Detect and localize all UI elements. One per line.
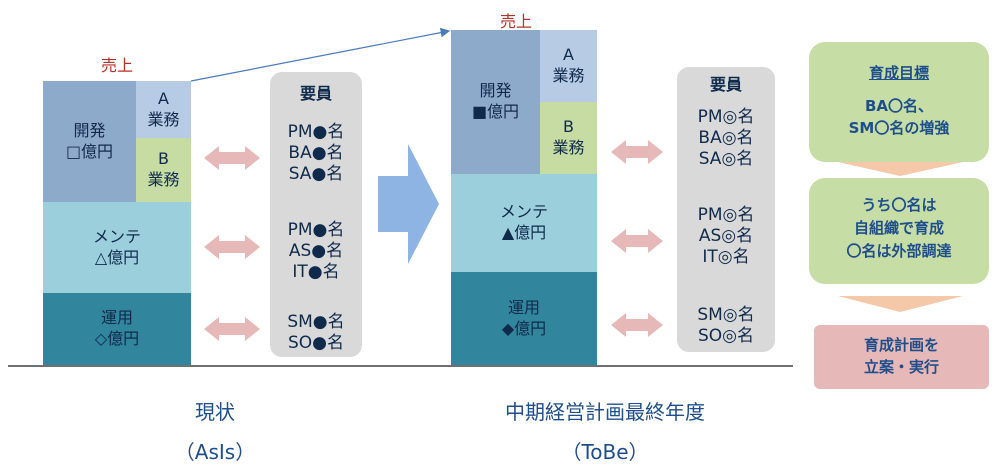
tobe-sales-label: 売上 bbox=[500, 12, 533, 31]
asis-sales-label: 売上 bbox=[101, 56, 134, 75]
double-arrow-icon bbox=[611, 229, 663, 253]
double-arrow-icon bbox=[611, 313, 663, 337]
asis-staff-item: PM●名 bbox=[287, 122, 345, 142]
asis-staff-item: SA●名 bbox=[288, 164, 344, 184]
tobe-biz-a-line2: 業務 bbox=[552, 66, 585, 85]
tobe-dev-block: 開発 ■億円 bbox=[451, 30, 540, 174]
tobe-staff-item: PM◎名 bbox=[697, 205, 755, 225]
goal-line: うち〇名は bbox=[861, 196, 937, 214]
tobe-caption-line2: （ToBe） bbox=[561, 440, 649, 464]
chevron-down-icon bbox=[838, 162, 963, 176]
sales-growth-arrow bbox=[190, 27, 451, 82]
asis-staff-item: PM●名 bbox=[287, 220, 345, 240]
asis-dev-line1: 開発 bbox=[73, 120, 106, 140]
asis-caption-line2: （AsIs） bbox=[174, 440, 256, 464]
asis-staff-header: 要員 bbox=[299, 84, 332, 103]
plan-box: 育成計画を 立案・実行 bbox=[814, 325, 989, 389]
asis-biz-b-line2: 業務 bbox=[147, 170, 180, 189]
tobe-biz-b-line1: B bbox=[563, 117, 574, 137]
plan-line: 育成計画を bbox=[863, 336, 939, 354]
tobe-ops-line1: 運用 bbox=[507, 297, 540, 317]
tobe-staff-group-3: SM◎名 SO◎名 bbox=[677, 305, 775, 347]
tobe-dev-line2: ■億円 bbox=[471, 102, 520, 121]
tobe-biz-a-line1: A bbox=[563, 45, 574, 65]
asis-staff-item: AS●名 bbox=[288, 241, 344, 261]
tobe-maint-block: メンテ ▲億円 bbox=[451, 174, 597, 272]
chevron-down-icon bbox=[838, 296, 963, 312]
tobe-biz-b-line2: 業務 bbox=[552, 138, 585, 157]
goal-text-2: うち〇名は 自組織で育成 〇名は外部調達 bbox=[809, 194, 989, 263]
asis-staff-group-2: PM●名 AS●名 IT●名 bbox=[270, 220, 362, 283]
asis-dev-block: 開発 □億円 bbox=[43, 81, 136, 202]
tobe-staff-item: BA◎名 bbox=[698, 128, 754, 148]
tobe-staff-item: SO◎名 bbox=[697, 326, 754, 346]
goal-line: 〇名は外部調達 bbox=[846, 242, 952, 260]
asis-staff-item: SO●名 bbox=[287, 333, 344, 353]
transition-arrow-icon bbox=[378, 144, 439, 264]
asis-staff-item: SM●名 bbox=[287, 312, 345, 332]
double-arrow-icon bbox=[204, 235, 260, 259]
asis-staff-panel: 要員 PM●名 BA●名 SA●名 PM●名 AS●名 IT●名 SM●名 SO… bbox=[270, 72, 362, 357]
asis-maint-line1: メンテ bbox=[92, 226, 141, 246]
asis-biz-a-line1: A bbox=[158, 88, 169, 108]
tobe-staff-header: 要員 bbox=[709, 75, 742, 94]
tobe-biz-a-block: A 業務 bbox=[540, 30, 597, 102]
asis-maint-line2: △億円 bbox=[94, 247, 140, 267]
goal-line: BA〇名、 bbox=[864, 97, 934, 115]
tobe-caption: 中期経営計画最終年度 （ToBe） bbox=[455, 392, 755, 472]
asis-staff-group-1: PM●名 BA●名 SA●名 bbox=[270, 122, 362, 185]
tobe-staff-group-1: PM◎名 BA◎名 SA◎名 bbox=[677, 107, 775, 170]
asis-dev-line2: □億円 bbox=[65, 141, 114, 161]
asis-caption: 現状 （AsIs） bbox=[130, 392, 300, 472]
tobe-staff-item: SM◎名 bbox=[697, 305, 755, 325]
goal-line: SM〇名の増強 bbox=[848, 119, 950, 137]
asis-biz-b-line1: B bbox=[158, 149, 169, 169]
asis-caption-line1: 現状 bbox=[195, 400, 235, 424]
double-arrow-icon bbox=[204, 146, 260, 170]
tobe-staff-group-2: PM◎名 AS◎名 IT◎名 bbox=[677, 205, 775, 268]
tobe-biz-b-block: B 業務 bbox=[540, 102, 597, 174]
goal-sub-box: うち〇名は 自組織で育成 〇名は外部調達 bbox=[809, 178, 989, 284]
tobe-staff-item: PM◎名 bbox=[697, 107, 755, 127]
tobe-ops-line2: ◆億円 bbox=[501, 318, 547, 338]
plan-line: 立案・実行 bbox=[863, 358, 939, 376]
goal-text-1: BA〇名、 SM〇名の増強 bbox=[809, 95, 989, 139]
asis-staff-group-3: SM●名 SO●名 bbox=[270, 312, 362, 354]
asis-biz-b-block: B 業務 bbox=[136, 138, 191, 202]
tobe-staff-item: IT◎名 bbox=[702, 247, 750, 267]
goal-line: 自組織で育成 bbox=[853, 219, 944, 237]
tobe-staff-item: SA◎名 bbox=[698, 149, 754, 169]
tobe-maint-line2: ▲億円 bbox=[501, 223, 547, 242]
asis-biz-a-line2: 業務 bbox=[147, 109, 180, 129]
asis-staff-item: BA●名 bbox=[288, 143, 344, 163]
goal-box: 育成目標 BA〇名、 SM〇名の増強 bbox=[809, 42, 989, 162]
goal-title: 育成目標 bbox=[868, 64, 929, 82]
asis-biz-a-block: A 業務 bbox=[136, 81, 191, 138]
double-arrow-icon bbox=[611, 140, 663, 164]
tobe-staff-panel: 要員 PM◎名 BA◎名 SA◎名 PM◎名 AS◎名 IT◎名 SM◎名 SO… bbox=[677, 67, 775, 352]
asis-ops-line2: ◇億円 bbox=[94, 329, 140, 348]
double-arrow-icon bbox=[204, 317, 260, 341]
tobe-caption-line1: 中期経営計画最終年度 bbox=[505, 400, 705, 424]
asis-ops-line1: 運用 bbox=[100, 308, 133, 328]
tobe-dev-line1: 開発 bbox=[479, 81, 512, 101]
asis-ops-block: 運用 ◇億円 bbox=[43, 293, 191, 365]
tobe-staff-item: AS◎名 bbox=[698, 226, 754, 246]
asis-maint-block: メンテ △億円 bbox=[43, 202, 191, 293]
tobe-ops-block: 運用 ◆億円 bbox=[451, 272, 597, 365]
asis-staff-item: IT●名 bbox=[292, 262, 340, 282]
tobe-maint-line1: メンテ bbox=[499, 202, 548, 222]
